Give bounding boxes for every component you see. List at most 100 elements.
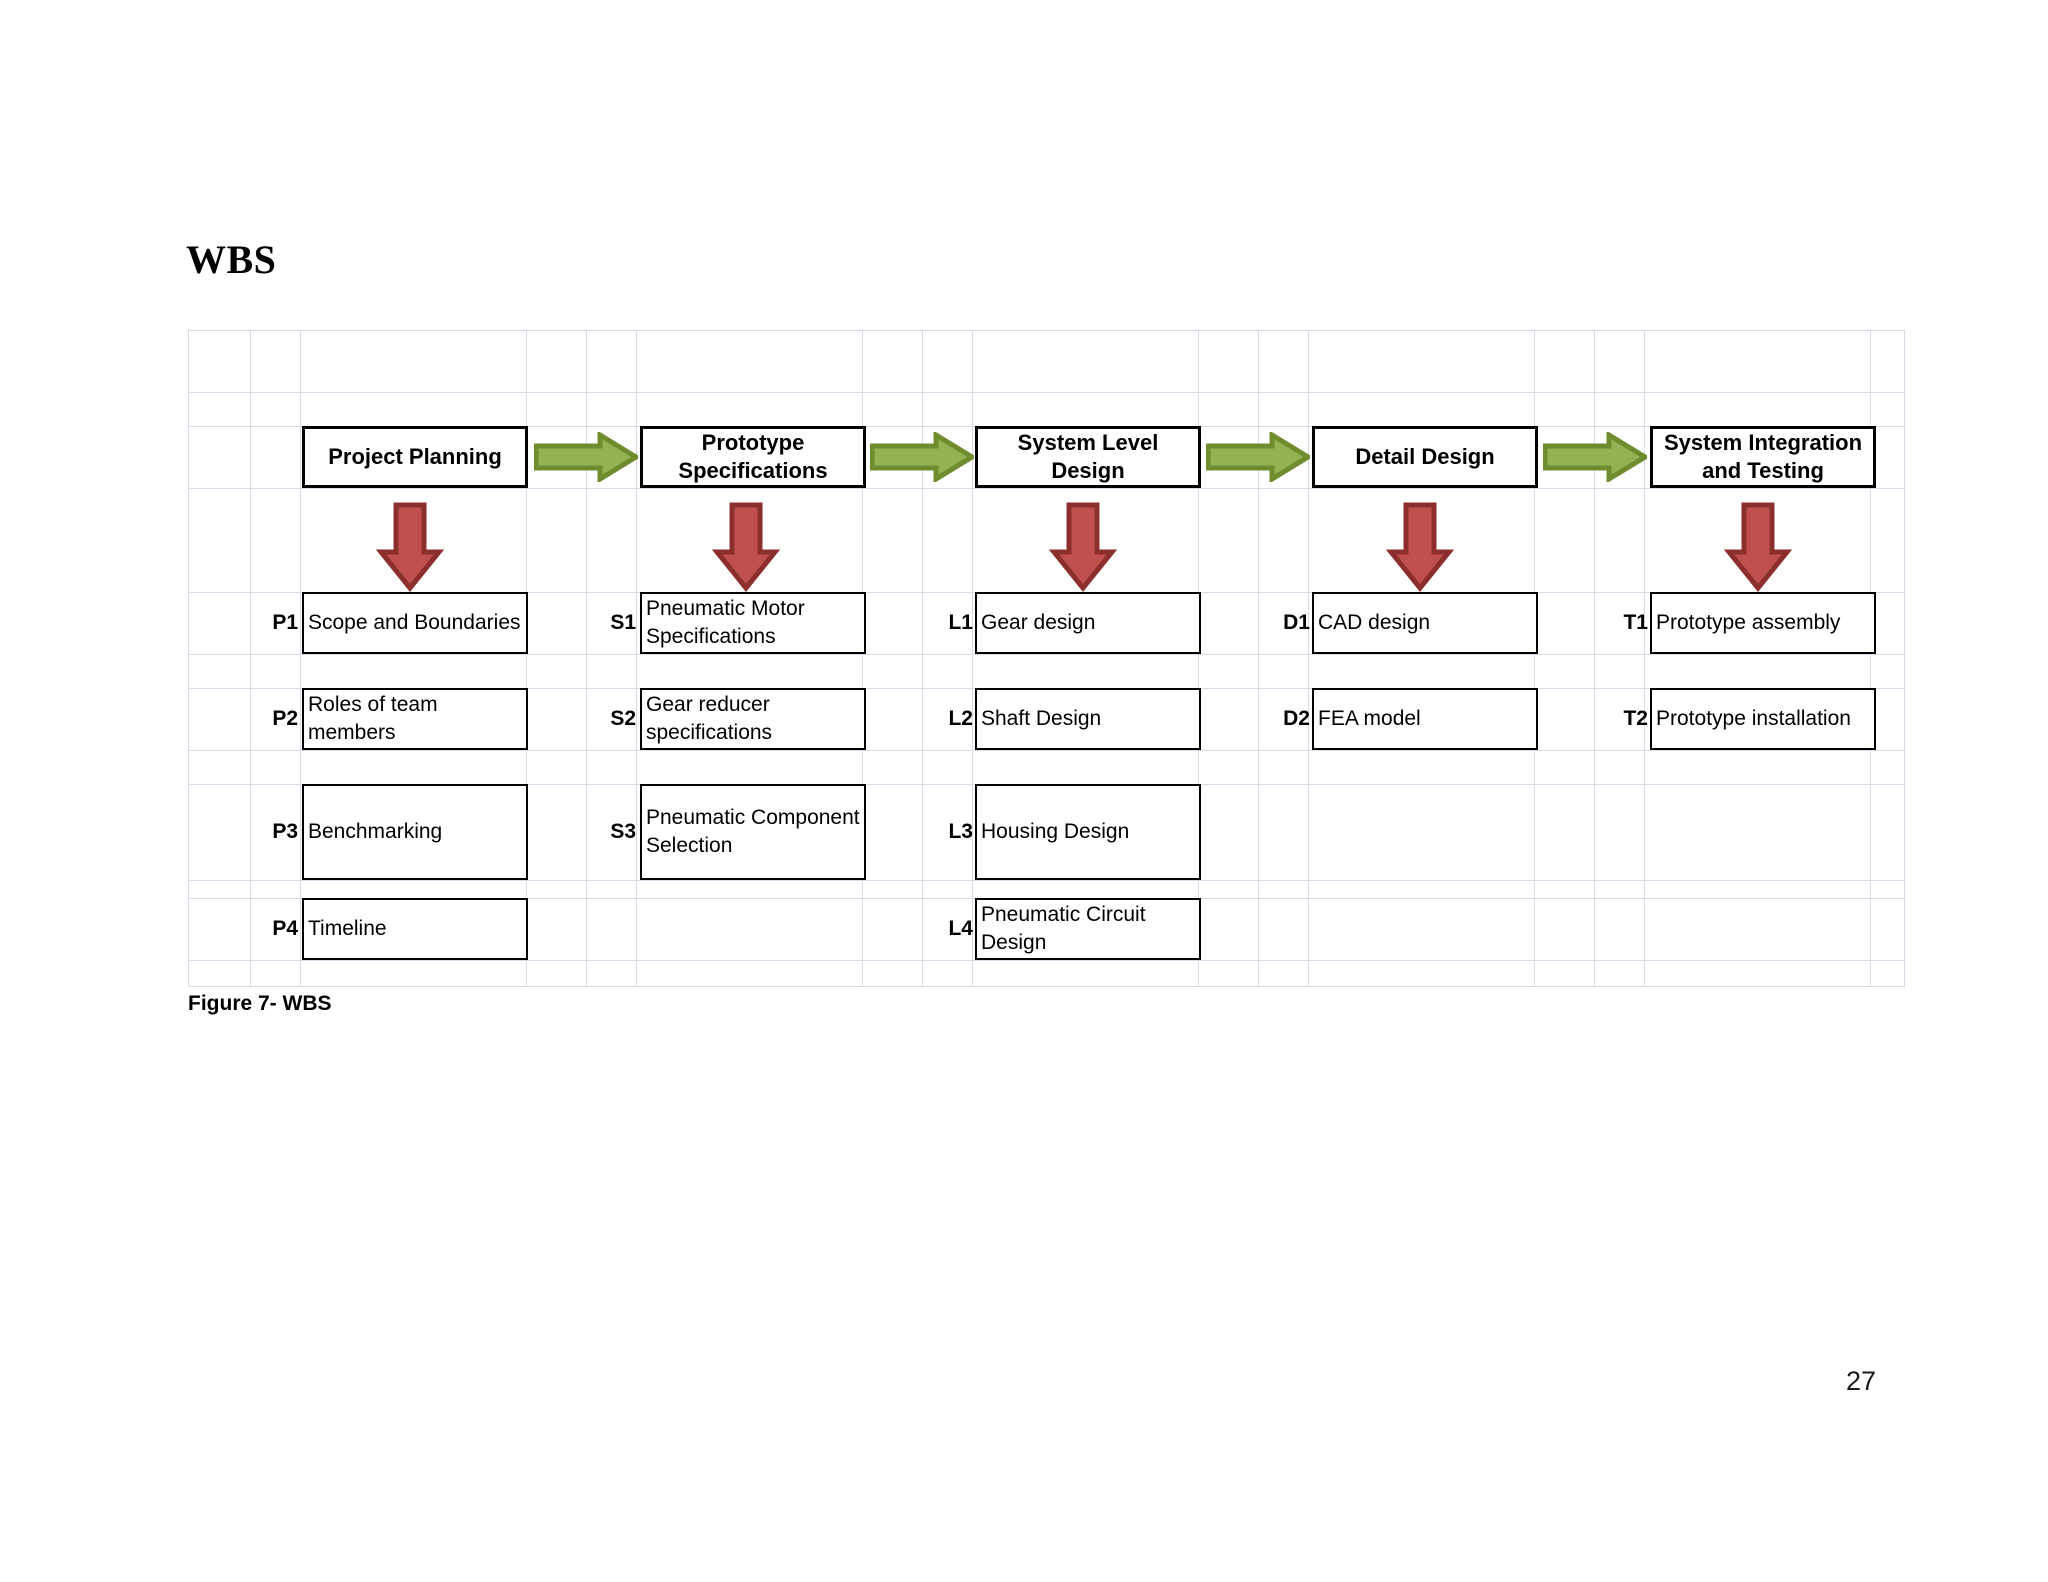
arrow-right-icon <box>1206 432 1310 482</box>
grid-cell <box>300 330 527 393</box>
task-label: Scope and Boundaries <box>308 610 521 634</box>
grid-cell <box>1644 330 1871 393</box>
grid-cell <box>1258 960 1309 987</box>
grid-cell <box>862 654 923 689</box>
grid-cell <box>1644 880 1871 899</box>
grid-cell <box>972 392 1199 427</box>
grid-row <box>188 750 1905 785</box>
task-box-p1[interactable]: Scope and Boundaries <box>302 592 528 654</box>
grid-cell <box>1198 592 1259 655</box>
task-box-l3[interactable]: Housing Design <box>975 784 1201 880</box>
grid-cell <box>526 880 587 899</box>
task-code-p1: P1 <box>272 611 298 634</box>
grid-cell <box>188 426 251 489</box>
grid-cell <box>922 654 973 689</box>
task-box-p4[interactable]: Timeline <box>302 898 528 960</box>
grid-cell <box>862 488 923 593</box>
task-label: Prototype installation <box>1656 706 1851 730</box>
grid-cell <box>1644 784 1871 881</box>
task-label: Pneumatic Motor Specifications <box>646 596 805 648</box>
grid-cell <box>250 960 301 987</box>
grid-cell <box>1198 960 1259 987</box>
grid-cell <box>1870 488 1905 593</box>
task-code-s1: S1 <box>610 611 636 634</box>
grid-cell <box>250 750 301 785</box>
task-box-l4[interactable]: Pneumatic Circuit Design <box>975 898 1201 960</box>
phase-label: System Integration and Testing <box>1663 429 1863 483</box>
grid-cell <box>1870 330 1905 393</box>
phase-box-prototype-specifications[interactable]: Prototype Specifications <box>640 426 866 488</box>
task-box-l2[interactable]: Shaft Design <box>975 688 1201 750</box>
grid-cell <box>1198 898 1259 961</box>
grid-cell <box>972 750 1199 785</box>
grid-cell <box>1534 330 1595 393</box>
grid-cell <box>1198 784 1259 881</box>
grid-cell <box>922 750 973 785</box>
grid-cell <box>586 688 637 751</box>
grid-cell <box>188 898 251 961</box>
grid-cell <box>1534 392 1595 427</box>
page-title: WBS <box>186 237 277 282</box>
grid-cell <box>586 898 637 961</box>
task-label: Shaft Design <box>981 706 1102 730</box>
task-box-d1[interactable]: CAD design <box>1312 592 1538 654</box>
grid-cell <box>862 784 923 881</box>
grid-cell <box>1198 880 1259 899</box>
task-box-p3[interactable]: Benchmarking <box>302 784 528 880</box>
grid-cell <box>300 880 527 899</box>
grid-cell <box>1258 750 1309 785</box>
task-box-p2[interactable]: Roles of team members <box>302 688 528 750</box>
phase-label: Prototype Specifications <box>678 429 828 483</box>
grid-cell <box>1644 960 1871 987</box>
grid-cell <box>300 654 527 689</box>
grid-cell <box>922 330 973 393</box>
task-code-p3: P3 <box>272 820 298 843</box>
grid-cell <box>1644 654 1871 689</box>
task-box-s2[interactable]: Gear reducer specifications <box>640 688 866 750</box>
phase-box-project-planning[interactable]: Project Planning <box>302 426 528 488</box>
grid-cell <box>636 898 863 961</box>
grid-cell <box>1594 592 1645 655</box>
task-code-s3: S3 <box>610 820 636 843</box>
grid-cell <box>1258 784 1309 881</box>
task-box-d2[interactable]: FEA model <box>1312 688 1538 750</box>
grid-cell <box>526 750 587 785</box>
grid-cell <box>1258 592 1309 655</box>
grid-cell <box>250 898 301 961</box>
grid-cell <box>1644 750 1871 785</box>
grid-cell <box>636 750 863 785</box>
phase-box-system-level-design[interactable]: System Level Design <box>975 426 1201 488</box>
task-box-s3[interactable]: Pneumatic Component Selection <box>640 784 866 880</box>
grid-cell <box>1308 880 1535 899</box>
grid-cell <box>862 880 923 899</box>
grid-cell <box>972 960 1199 987</box>
task-code-l2: L2 <box>948 707 973 730</box>
task-box-s1[interactable]: Pneumatic Motor Specifications <box>640 592 866 654</box>
task-box-l1[interactable]: Gear design <box>975 592 1201 654</box>
phase-box-detail-design[interactable]: Detail Design <box>1312 426 1538 488</box>
grid-cell <box>862 898 923 961</box>
grid-cell <box>300 960 527 987</box>
phase-box-system-integration-and-testing[interactable]: System Integration and Testing <box>1650 426 1876 488</box>
grid-cell <box>188 488 251 593</box>
grid-cell <box>1870 654 1905 689</box>
grid-cell <box>188 330 251 393</box>
grid-cell <box>188 960 251 987</box>
grid-cell <box>1594 330 1645 393</box>
task-box-t2[interactable]: Prototype installation <box>1650 688 1876 750</box>
grid-cell <box>636 392 863 427</box>
grid-cell <box>1534 592 1595 655</box>
task-label: Roles of team members <box>308 692 438 744</box>
task-label: Timeline <box>308 916 387 940</box>
grid-cell <box>1198 654 1259 689</box>
task-box-t1[interactable]: Prototype assembly <box>1650 592 1876 654</box>
grid-cell <box>862 750 923 785</box>
grid-cell <box>1534 654 1595 689</box>
grid-cell <box>1534 784 1595 881</box>
task-label: Pneumatic Component Selection <box>646 805 860 857</box>
grid-cell <box>1308 750 1535 785</box>
grid-cell <box>1308 654 1535 689</box>
grid-cell <box>250 880 301 899</box>
task-label: Gear design <box>981 610 1096 634</box>
